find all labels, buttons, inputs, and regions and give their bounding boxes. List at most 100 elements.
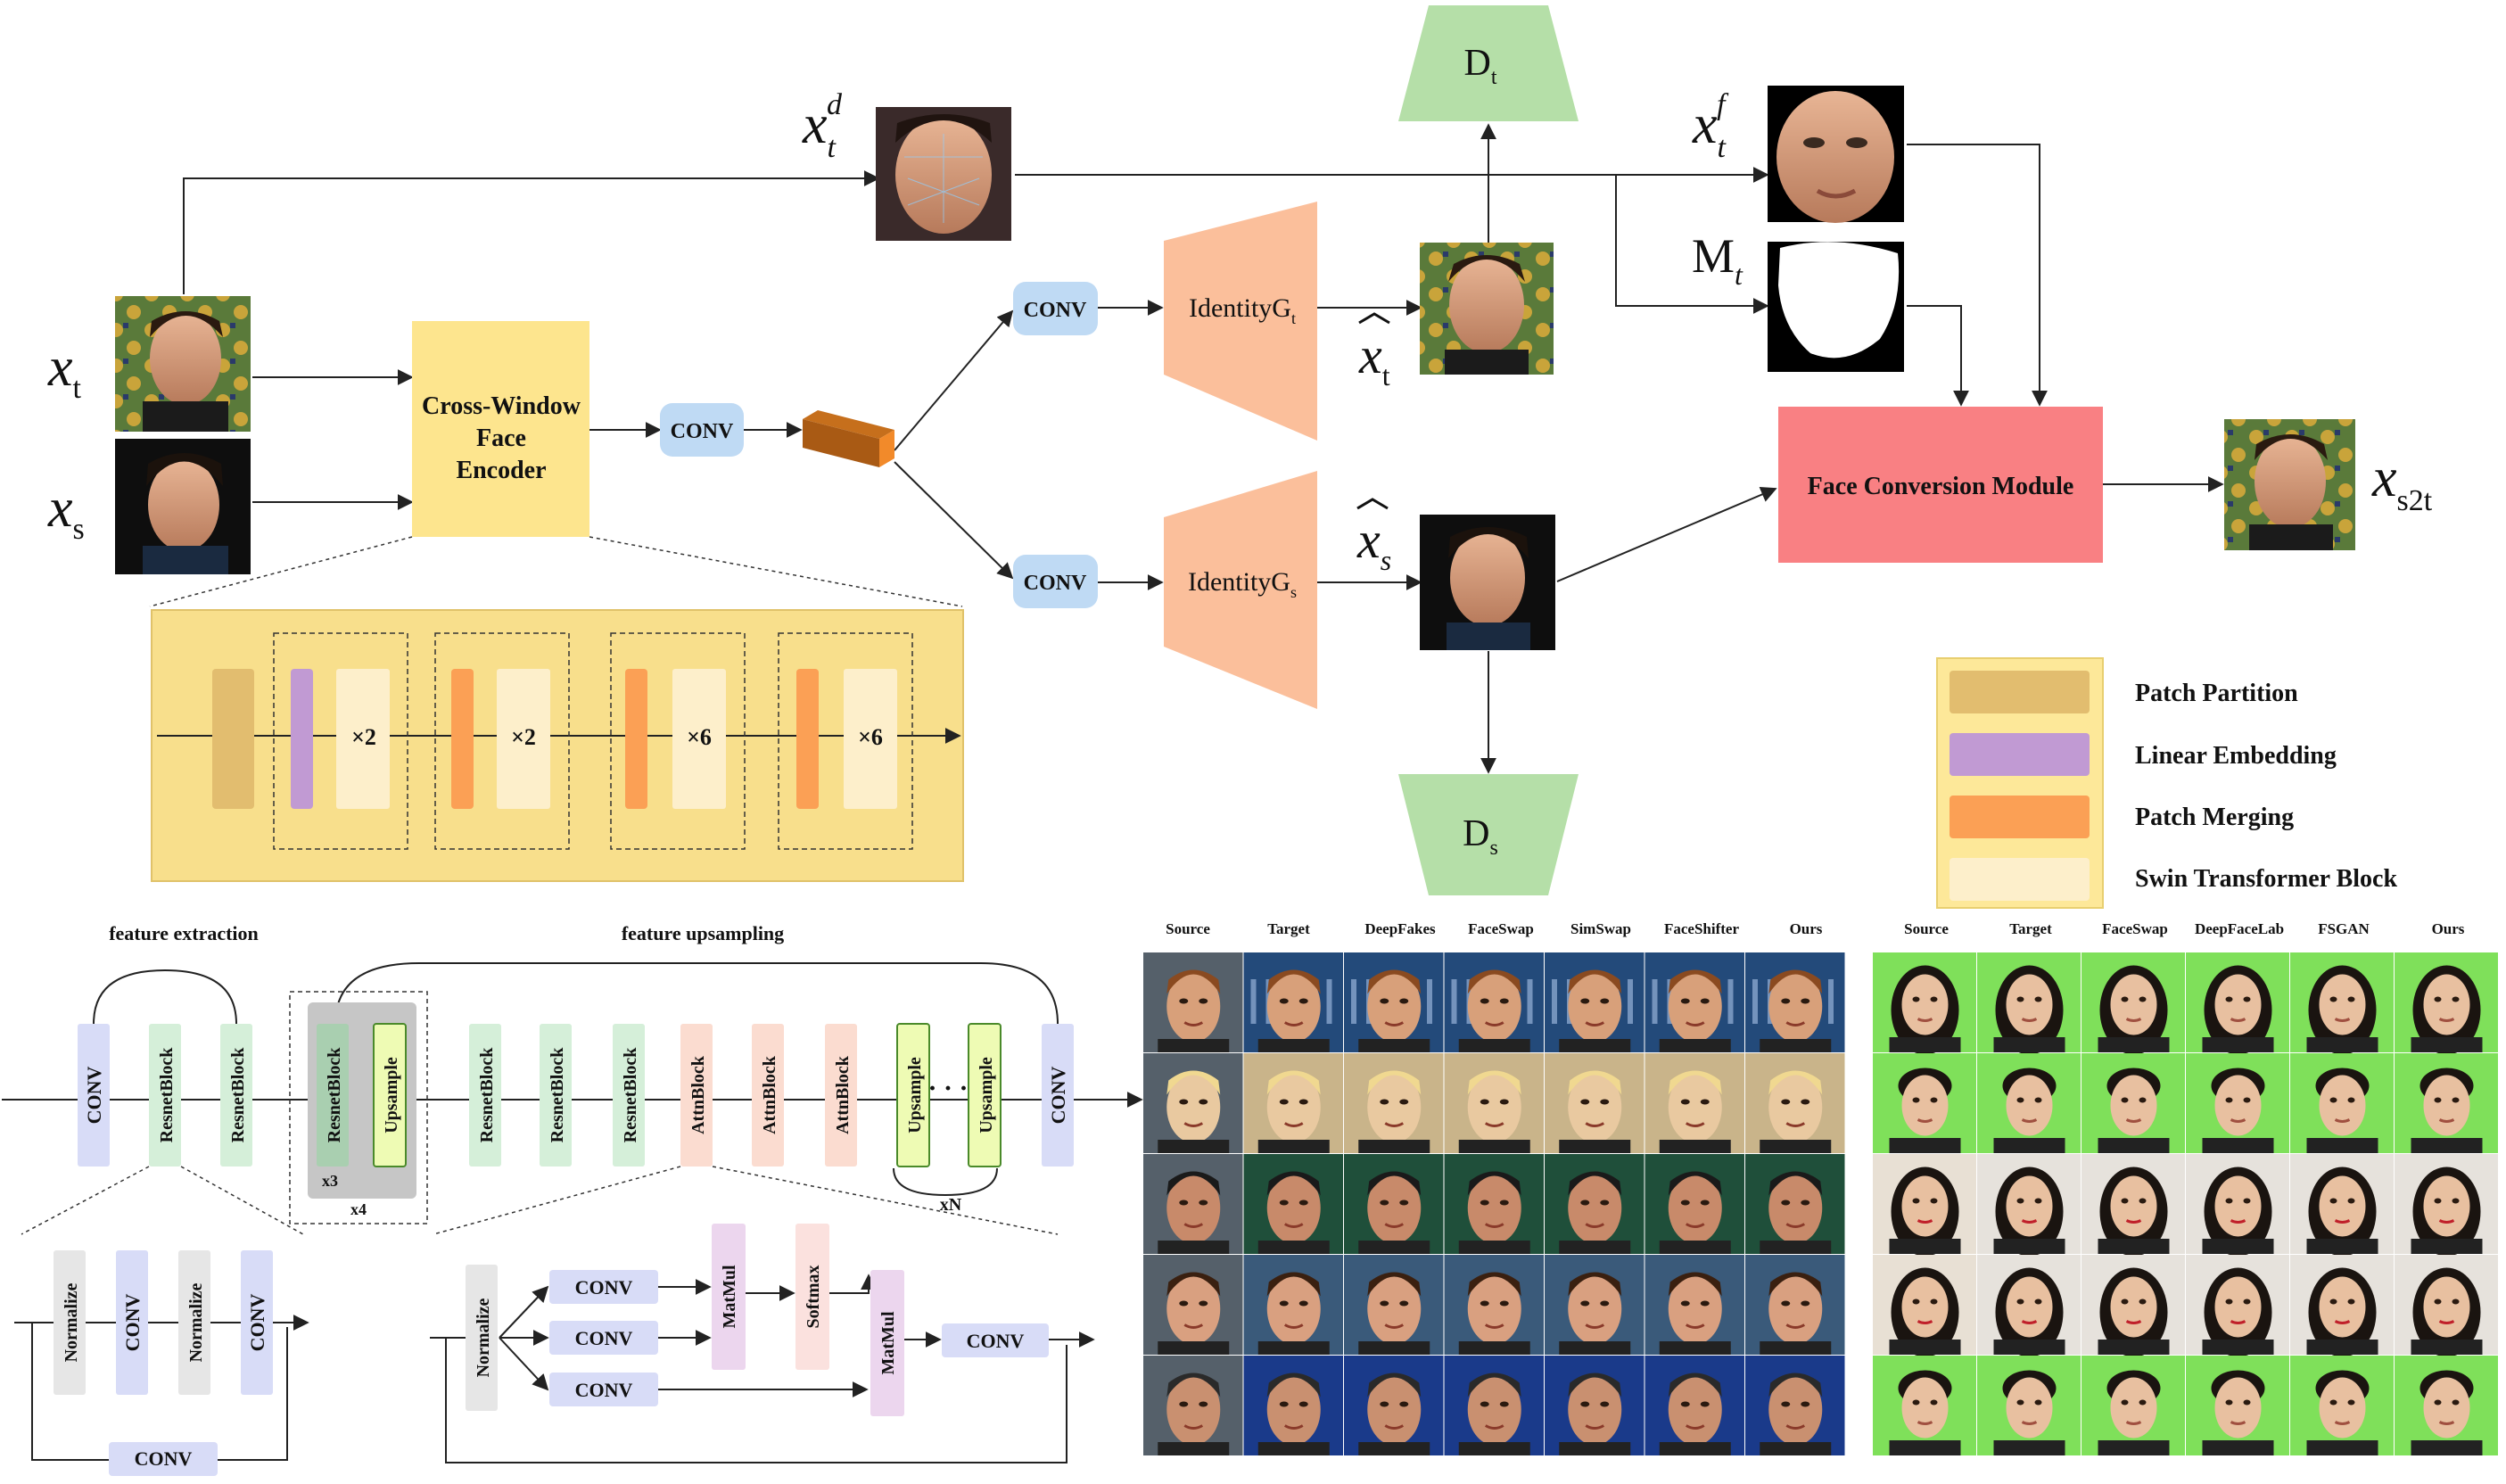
patch-partition-block <box>212 669 254 809</box>
header-left-target: Target <box>1267 920 1310 937</box>
svg-text:AttnBlock: AttnBlock <box>760 1055 779 1134</box>
legend-swatch-patch-partition <box>1950 671 2090 713</box>
result-thumb-left <box>1444 1053 1544 1153</box>
result-thumb-right <box>2081 1255 2185 1357</box>
line-feature-to-conv-t <box>894 309 1014 451</box>
encoder-label-line3: Encoder <box>456 457 546 484</box>
label-xs2t: xs2t <box>2371 448 2433 517</box>
result-thumb-right <box>1873 1255 1976 1357</box>
result-thumb-right <box>1873 952 1976 1055</box>
result-thumb-left <box>1545 1356 1645 1455</box>
result-thumb-left <box>1143 1255 1243 1355</box>
result-thumb-right <box>2186 1053 2289 1153</box>
header-right-ours: Ours <box>2432 920 2465 937</box>
header-right-faceswap: FaceSwap <box>2102 920 2168 937</box>
svg-text:Face Conversion Module: Face Conversion Module <box>1808 473 2074 500</box>
svg-text:ResnetBlock: ResnetBlock <box>477 1047 497 1143</box>
dec-resnet-4: ResnetBlock <box>540 1024 572 1167</box>
result-thumb-left <box>1444 952 1544 1052</box>
svg-text:CONV: CONV <box>575 1276 633 1298</box>
svg-text:ResnetBlock: ResnetBlock <box>228 1047 248 1143</box>
svg-text:CONV: CONV <box>1024 572 1087 595</box>
svg-text:CONV: CONV <box>135 1447 193 1470</box>
label-xs-hat: xs <box>1356 511 1391 576</box>
photo-xtf <box>1768 86 1904 223</box>
svg-text:AttnBlock: AttnBlock <box>833 1055 853 1134</box>
result-thumb-left <box>1143 952 1243 1052</box>
dec-conv-in: CONV <box>78 1024 110 1167</box>
result-thumb-left <box>1444 1154 1544 1254</box>
resnet-detail: Normalize CONV Normalize CONV CONV <box>14 1250 309 1476</box>
result-thumb-left <box>1745 1154 1845 1254</box>
svg-text:×2: ×2 <box>351 724 376 750</box>
dec-resnet-5: ResnetBlock <box>613 1024 645 1167</box>
discriminator-t: Dt <box>1398 5 1579 121</box>
dec-attn-2: AttnBlock <box>752 1024 784 1167</box>
swin-block-stage3 <box>672 669 726 809</box>
result-thumb-right <box>2290 1356 2394 1455</box>
dec-resnet-3: ResnetBlock <box>469 1024 501 1167</box>
dec-resnet-1: ResnetBlock <box>149 1024 181 1167</box>
result-thumb-left <box>1745 1053 1845 1153</box>
result-thumb-left <box>1545 952 1645 1052</box>
result-thumb-right <box>2395 1053 2498 1153</box>
photo-xs-hat <box>1420 515 1555 650</box>
attn-detail: Normalize CONV CONV CONV MatMul Softmax … <box>430 1224 1095 1463</box>
svg-text:CONV: CONV <box>121 1294 144 1352</box>
result-thumb-left <box>1545 1053 1645 1153</box>
label-xt: xt <box>47 337 82 405</box>
photo-xs <box>115 439 251 574</box>
label-mt: Mt <box>1692 229 1743 291</box>
result-thumb-left <box>1243 1255 1343 1355</box>
result-thumb-left <box>1545 1154 1645 1254</box>
result-thumb-left <box>1344 1154 1444 1254</box>
header-left-ours: Ours <box>1790 920 1823 937</box>
svg-text:Upsample: Upsample <box>905 1057 925 1134</box>
header-left-source: Source <box>1166 920 1210 937</box>
result-thumb-right <box>2186 1356 2289 1455</box>
result-thumb-left <box>1444 1356 1544 1455</box>
dec-conv-out: CONV <box>1042 1024 1074 1167</box>
svg-text:Normalize: Normalize <box>474 1298 493 1377</box>
svg-text:Normalize: Normalize <box>186 1282 206 1362</box>
svg-text:ResnetBlock: ResnetBlock <box>325 1047 344 1143</box>
result-thumb-right <box>2395 1356 2498 1455</box>
svg-text:×6: ×6 <box>687 724 712 750</box>
svg-text:IdentityGt: IdentityGt <box>1189 293 1296 327</box>
result-thumb-left <box>1344 1053 1444 1153</box>
svg-text:CONV: CONV <box>1047 1067 1069 1125</box>
encoder-zoom-lines <box>149 536 963 607</box>
header-left-simswap: SimSwap <box>1570 920 1631 937</box>
result-thumb-right <box>1977 1053 2081 1153</box>
legend-swatch-linear-embedding <box>1950 733 2090 776</box>
dec-resnet-2: ResnetBlock <box>220 1024 252 1167</box>
result-thumb-right <box>1977 1255 2081 1357</box>
result-thumb-right <box>2290 1255 2394 1357</box>
result-thumb-right <box>1977 1154 2081 1257</box>
hat-xs <box>1356 498 1389 510</box>
decoder-diagram: feature extraction feature upsampling x4… <box>2 922 1143 1476</box>
svg-text:x4: x4 <box>350 1200 367 1218</box>
identity-generator-t: IdentityGt <box>1164 202 1317 441</box>
label-feature-extraction: feature extraction <box>109 922 259 944</box>
svg-text:×2: ×2 <box>511 724 536 750</box>
result-thumb-right <box>2290 1154 2394 1257</box>
label-xtf: xtf <box>1692 88 1729 164</box>
identity-generator-s: IdentityGs <box>1164 471 1317 709</box>
svg-text:Upsample: Upsample <box>382 1057 401 1134</box>
svg-text:Dt: Dt <box>1463 43 1496 89</box>
encoder-label-line1: Cross-Window <box>422 392 581 420</box>
svg-text:ResnetBlock: ResnetBlock <box>157 1047 177 1143</box>
dec-attn-3: AttnBlock <box>825 1024 857 1167</box>
result-thumb-right <box>1873 1356 1976 1455</box>
encoder-label-line2: Face <box>476 425 526 452</box>
legend-swatch-patch-merging <box>1950 796 2090 838</box>
svg-text:Normalize: Normalize <box>62 1282 81 1362</box>
result-thumb-right <box>2290 1053 2394 1153</box>
svg-text:CONV: CONV <box>83 1067 105 1125</box>
svg-text:IdentityGs: IdentityGs <box>1188 567 1297 601</box>
header-right-fsgan: FSGAN <box>2318 920 2370 937</box>
encoder-detail-panel: ×2 ×2 ×6 ×6 <box>151 609 964 882</box>
hat-xt <box>1358 312 1390 325</box>
